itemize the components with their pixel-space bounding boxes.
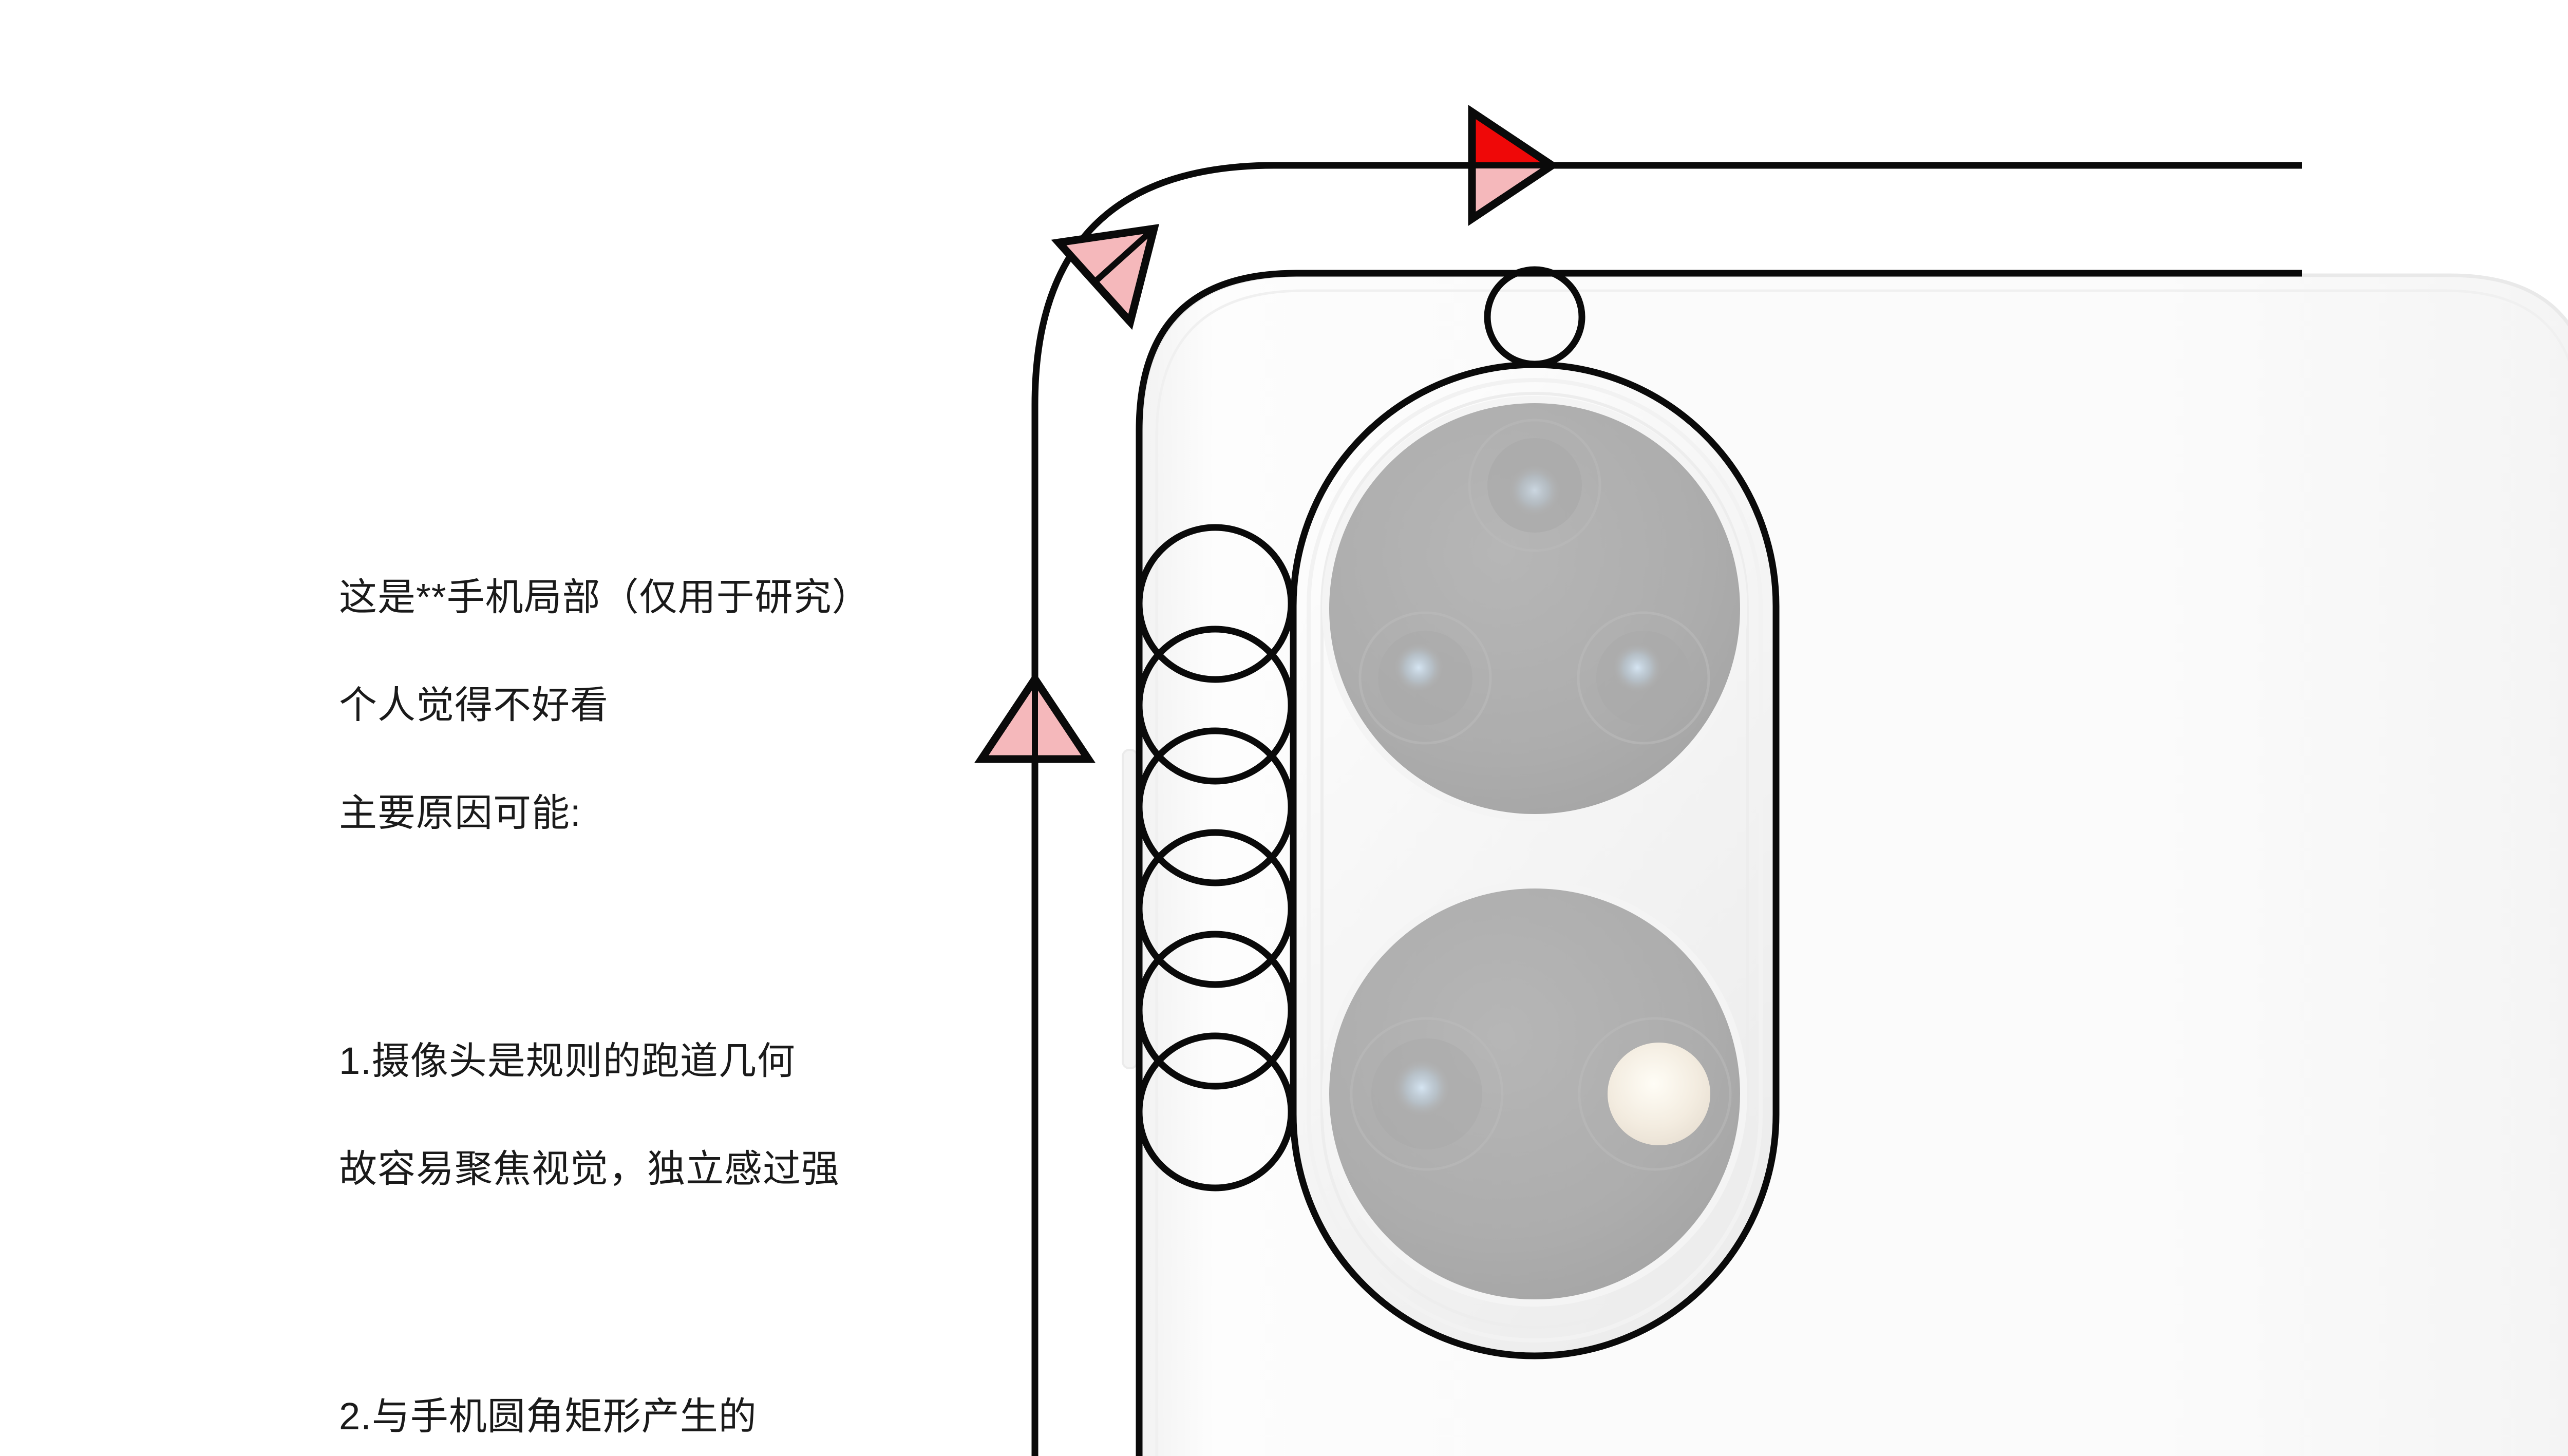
led-flash [1608, 1043, 1710, 1145]
annotation-line: 2.与手机圆角矩形产生的 [339, 1395, 757, 1438]
volume-button[interactable] [1122, 749, 1138, 1069]
lens-lower-left-ring [1358, 611, 1492, 745]
led-flash-ring [1578, 1017, 1732, 1171]
annotation-text-block: 这是**手机局部（仅用于研究） 个人觉得不好看 主要原因可能: 1.摄像头是规则… [339, 462, 930, 1456]
lens-bottom-left-ring [1350, 1017, 1504, 1171]
arrow-left-up [974, 672, 1096, 763]
lens-lower-right-ring [1577, 611, 1710, 745]
outer-guide-path [1031, 162, 2302, 1456]
lens-top-ring [1468, 419, 1601, 552]
camera-module [1290, 361, 1780, 1359]
annotation-line: 这是**手机局部（仅用于研究） [339, 576, 871, 619]
annotation-paragraph-intro: 这是**手机局部（仅用于研究） 个人觉得不好看 主要原因可能: [339, 516, 930, 894]
arrow-top-right [1468, 104, 1559, 226]
annotation-paragraph-reason-1: 1.摄像头是规则的跑道几何 故容易聚焦视觉，独立感过强 [339, 980, 930, 1250]
lower-lens-cluster [1322, 881, 1747, 1307]
annotation-paragraph-reason-2: 2.与手机圆角矩形产生的 复形空间过于不规则 这是主要原因 [339, 1335, 930, 1456]
annotation-line: 主要原因可能: [339, 791, 581, 835]
top-tangent-circle [1484, 266, 1585, 368]
annotation-line: 故容易聚焦视觉，独立感过强 [339, 1147, 840, 1190]
phone-body-outline-trace [1136, 270, 2302, 1456]
annotation-line: 个人觉得不好看 [339, 684, 609, 727]
arrow-corner-diagonal [1051, 224, 1159, 330]
upper-lens-cluster [1322, 396, 1747, 821]
annotation-line: 1.摄像头是规则的跑道几何 [339, 1039, 796, 1082]
